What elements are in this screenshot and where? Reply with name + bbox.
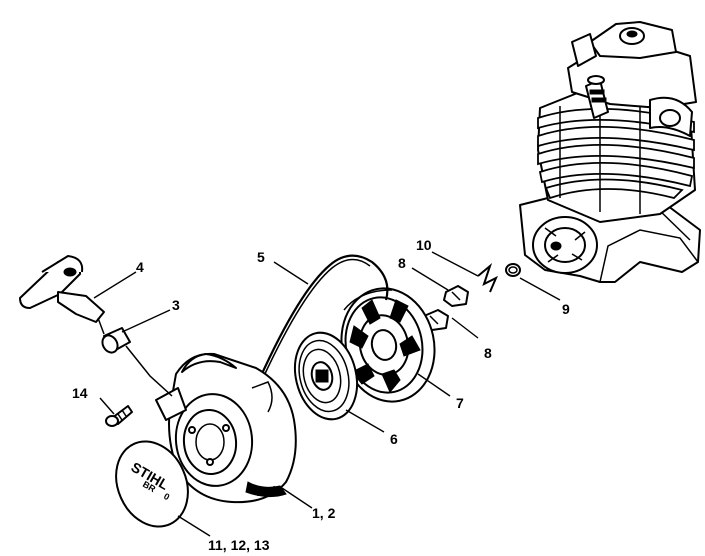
callout-14: 14 [72,385,88,401]
callout-5: 5 [257,249,265,265]
callout-labels: 4 3 5 10 8 9 8 7 6 14 1, 2 11, 12, 13 [72,237,570,553]
leader-lines [93,251,561,537]
rope-rotor-6 [294,331,358,421]
callout-1-2: 1, 2 [312,505,336,521]
engine-assembly [505,21,701,283]
rope-guide-3 [101,327,173,397]
spring-clip-10 [477,262,498,293]
callout-11-12-13: 11, 12, 13 [208,537,270,553]
stihl-label-11-12-13: STIHL BR 0 [115,440,189,528]
callout-8-upper: 8 [398,255,406,271]
callout-4: 4 [136,259,144,275]
callout-3: 3 [172,297,180,313]
label-model-suffix-text: 0 [162,491,171,502]
starter-grip-4 [19,255,105,335]
callout-8-lower: 8 [484,345,492,361]
fan-pulley-7 [340,287,436,403]
starter-rope-5 [258,254,389,379]
fan-housing-1-2 [155,352,297,504]
callout-9: 9 [562,301,570,317]
callout-6: 6 [390,431,398,447]
callout-10: 10 [416,237,432,253]
screw-14 [105,405,133,427]
callout-7: 7 [456,395,464,411]
starter-pawls-8 [423,285,469,331]
